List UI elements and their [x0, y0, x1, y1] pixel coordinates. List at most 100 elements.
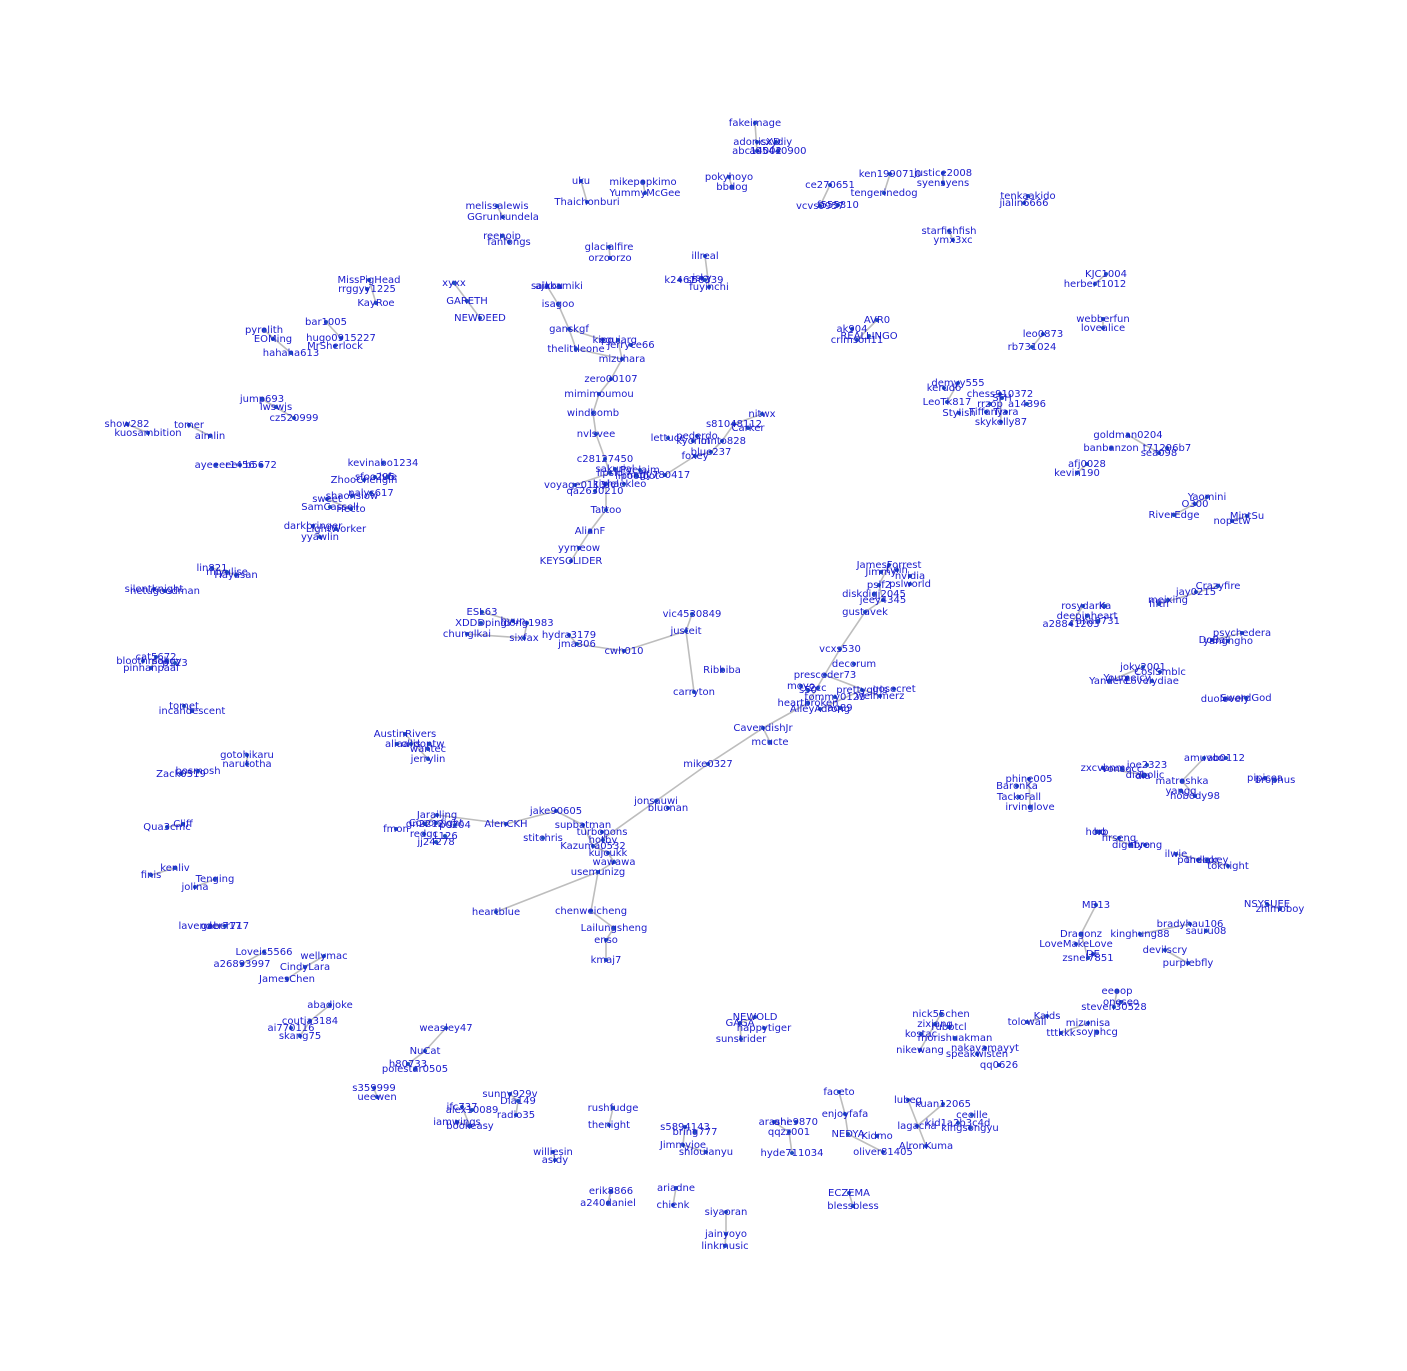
node-dot [690, 612, 694, 616]
node-label: alex10089 [446, 1105, 499, 1116]
node-dot [322, 954, 326, 958]
node-ESL63: ESL63 [467, 607, 498, 618]
node-label: vcxs530 [819, 644, 861, 655]
node-label: speakwisten [946, 1049, 1008, 1060]
node-dot [970, 1113, 974, 1117]
node-dot [738, 1021, 742, 1025]
node-zero00107: zero00107 [584, 374, 637, 385]
node-dot [292, 416, 296, 420]
node-dot [511, 619, 515, 623]
node-nopetw: nopetw [1213, 516, 1250, 527]
node-narutotha: narutotha [222, 759, 271, 770]
node-label: kenliv [160, 863, 189, 874]
node-label: iamwings [433, 1117, 481, 1128]
node-dot [1085, 614, 1089, 618]
node-dot [149, 873, 153, 877]
node-dot [406, 1062, 410, 1066]
node-label: p0204 [439, 820, 471, 831]
edge-Jimmyjoe-shioulanyu [682, 1144, 707, 1153]
node-dot [1117, 836, 1121, 840]
node-hyde711034: hyde711034 [761, 1148, 824, 1159]
node-Carker: Carker [732, 423, 766, 434]
node-label: thenight [588, 1120, 630, 1131]
node-dot [799, 684, 803, 688]
node-dot [616, 338, 620, 342]
edge-zxcvbnm-diabolic [1102, 767, 1146, 776]
node-usemunizg: usemunizg [571, 867, 626, 878]
node-dot [1265, 902, 1269, 906]
node-dot [125, 422, 129, 426]
node-Kidmo: Kidmo [861, 1131, 893, 1142]
node-label: psychedera [1213, 628, 1271, 639]
node-dot [612, 926, 616, 930]
edge-darkbringer-yyawlin [312, 525, 321, 538]
node-kevinabo1234: kevinabo1234 [348, 458, 419, 469]
edge-horb-digebro [1096, 831, 1132, 846]
node-ajakamiki: ajakamiki [535, 281, 583, 292]
node-label: MissPigHead [338, 275, 401, 286]
node-SwordGod: SwordGod [1220, 693, 1271, 704]
edge-cwh010-justeit [623, 630, 687, 652]
edge-wawawa-usemunizg [597, 861, 615, 873]
edge-lin821-Hayasan [211, 567, 237, 576]
node-label: blessbless [827, 1201, 878, 1212]
node-dot [514, 1113, 518, 1117]
node-label: jialin6666 [998, 198, 1048, 209]
node-label: ECZEMA [828, 1188, 870, 1199]
node-label: redgc [410, 829, 438, 840]
node-orzoorzo: orzoorzo [588, 253, 631, 264]
node-dot [334, 527, 338, 531]
node-GARETH: GARETH [446, 296, 487, 307]
edge-layer [126, 122, 1281, 1247]
node-label: gaber717 [201, 921, 249, 932]
node-sea098: sea098 [1141, 448, 1178, 459]
node-enjoyfafa: enjoyfafa [822, 1109, 869, 1120]
node-dot [895, 568, 899, 572]
node-amuvoo: amuvoo [1184, 753, 1224, 764]
node-label: ai770116 [267, 1023, 314, 1034]
node-label: rb731024 [1008, 342, 1057, 353]
node-blessbless: blessbless [827, 1201, 878, 1212]
node-dot [318, 535, 322, 539]
node-dot [988, 402, 992, 406]
node-MB13: MB13 [1082, 900, 1110, 911]
node-dot [1104, 272, 1108, 276]
node-vcvs9957: vcvs9957 [796, 201, 844, 212]
node-label: illreal [691, 251, 718, 262]
node-label: JamesChen [258, 974, 315, 985]
node-dot [163, 589, 167, 593]
node-dot [508, 1092, 512, 1096]
node-dot [210, 566, 214, 570]
node-shioulanyu: shioulanyu [679, 1147, 733, 1158]
node-label: nvlsvee [577, 429, 615, 440]
edge-foxey-blue237 [694, 451, 712, 457]
node-KayRoe: KayRoe [357, 298, 394, 309]
node-soyphcg: soyphcg [1076, 1027, 1118, 1038]
node-label: ueewen [357, 1092, 396, 1103]
node-dot [394, 827, 398, 831]
node-label: justice2008 [913, 168, 972, 179]
node-label: ganskgf [549, 324, 589, 335]
node-label: morishuakman [918, 1033, 993, 1044]
node-s50: s50 [799, 685, 817, 696]
node-ho: ho [1094, 827, 1106, 838]
node-label: Thaichonburi [553, 197, 619, 208]
node-dot [1004, 410, 1008, 414]
node-dot [1103, 604, 1107, 608]
node-asidy: asidy [542, 1155, 568, 1166]
edge-cat5672-pinhanpaal [150, 656, 157, 669]
node-dot [768, 740, 772, 744]
node-label: r1456 [225, 460, 255, 471]
node-dot [577, 546, 581, 550]
node-yanghgho: yanghgho [1203, 636, 1253, 647]
node-ak904: ak904 [836, 324, 867, 335]
node-ab0112: ab0112 [1207, 753, 1245, 764]
node-label: tvlin [886, 565, 908, 576]
edge-pslf2-JamesForrest [878, 564, 890, 586]
node-label: voyage0113 [544, 480, 606, 491]
node-label: bar1005 [305, 317, 347, 328]
node-Hecto: Hecto [336, 504, 365, 515]
edge-Lailungsheng-enso [605, 927, 615, 941]
node-dot [1157, 451, 1161, 455]
edge-NEWOLD-GAGA [739, 1016, 756, 1024]
